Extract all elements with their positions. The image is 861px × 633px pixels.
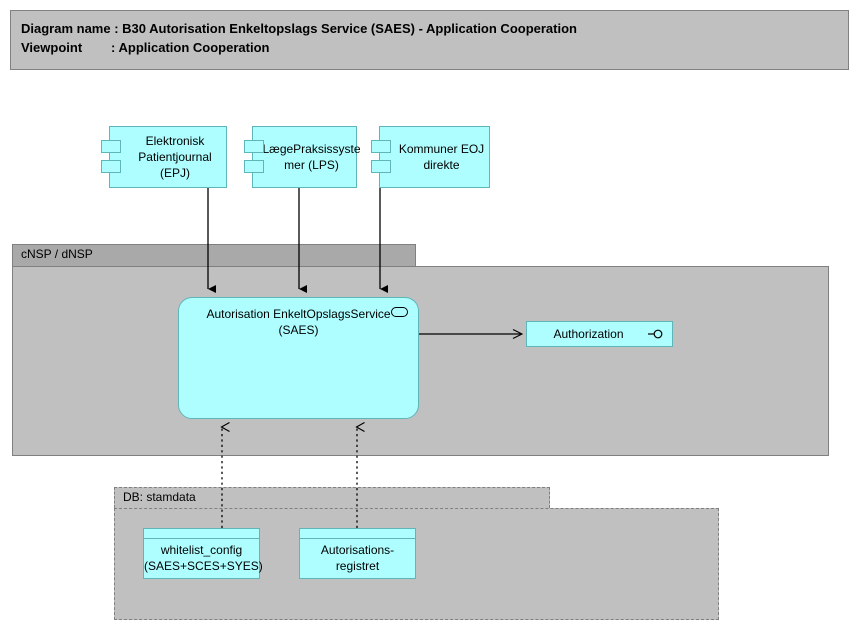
group-body-cnsp[interactable] <box>12 266 829 456</box>
service-rounded-rectangle-icon <box>391 307 408 317</box>
component-tab-icon-upper <box>371 140 391 153</box>
application-component-label: Elektronisk Patientjournal (EPJ) <box>138 134 212 180</box>
diagram-name-line: Diagram name : B30 Autorisation Enkeltop… <box>21 21 577 36</box>
application-component-label: LægePraksissyste mer (LPS) <box>262 142 361 172</box>
application-component-lps[interactable]: LægePraksissyste mer (LPS) <box>244 126 361 188</box>
component-tab-icon-lower <box>244 160 264 173</box>
viewpoint-line: Viewpoint : Application Cooperation <box>21 40 270 55</box>
application-component-kommuner-eoj[interactable]: Kommuner EOJ direkte <box>371 126 490 188</box>
data-object-whitelist-config[interactable]: whitelist_config (SAES+SCES+SYES) <box>143 528 263 579</box>
application-component-label: Kommuner EOJ direkte <box>398 142 485 172</box>
component-tab-icon-upper <box>101 140 121 153</box>
application-interface-label: Authorization <box>553 327 624 341</box>
data-object-header-bar <box>144 529 259 539</box>
group-tab-cnsp[interactable]: cNSP / dNSP <box>12 244 416 266</box>
component-tab-icon-lower <box>101 160 121 173</box>
diagram-title-box: Diagram name : B30 Autorisation Enkeltop… <box>10 10 849 70</box>
data-object-header-bar <box>300 529 415 539</box>
group-label-cnsp: cNSP / dNSP <box>21 247 93 261</box>
application-service-label: Autorisation EnkeltOpslagsService (SAES) <box>206 307 391 337</box>
data-object-label: whitelist_config (SAES+SCES+SYES) <box>144 543 263 573</box>
application-service-saes[interactable]: Autorisation EnkeltOpslagsService (SAES) <box>178 297 419 419</box>
application-component-epj[interactable]: Elektronisk Patientjournal (EPJ) <box>101 126 227 188</box>
component-tab-icon-lower <box>371 160 391 173</box>
group-tab-db-stamdata[interactable]: DB: stamdata <box>114 487 550 508</box>
group-label-db-stamdata: DB: stamdata <box>123 490 196 504</box>
application-interface-authorization[interactable]: Authorization <box>526 321 673 347</box>
lollipop-interface-icon <box>648 329 663 339</box>
component-tab-icon-upper <box>244 140 264 153</box>
data-object-autorisationsregistret[interactable]: Autorisations- registret <box>299 528 416 579</box>
data-object-label: Autorisations- registret <box>320 543 395 573</box>
